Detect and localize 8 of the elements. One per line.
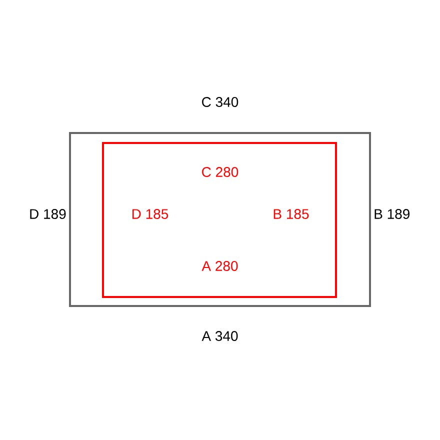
dimension-label: D 189 — [30, 209, 66, 219]
dimension-label: D 185 — [132, 209, 168, 219]
dimension-label: B 185 — [274, 209, 309, 219]
dimension-label: C 280 — [202, 167, 238, 177]
dimension-label: C 340 — [202, 97, 238, 107]
dimension-label: A 340 — [202, 331, 238, 341]
dimension-label: A 280 — [202, 261, 238, 271]
dimension-label: B 189 — [374, 209, 410, 219]
